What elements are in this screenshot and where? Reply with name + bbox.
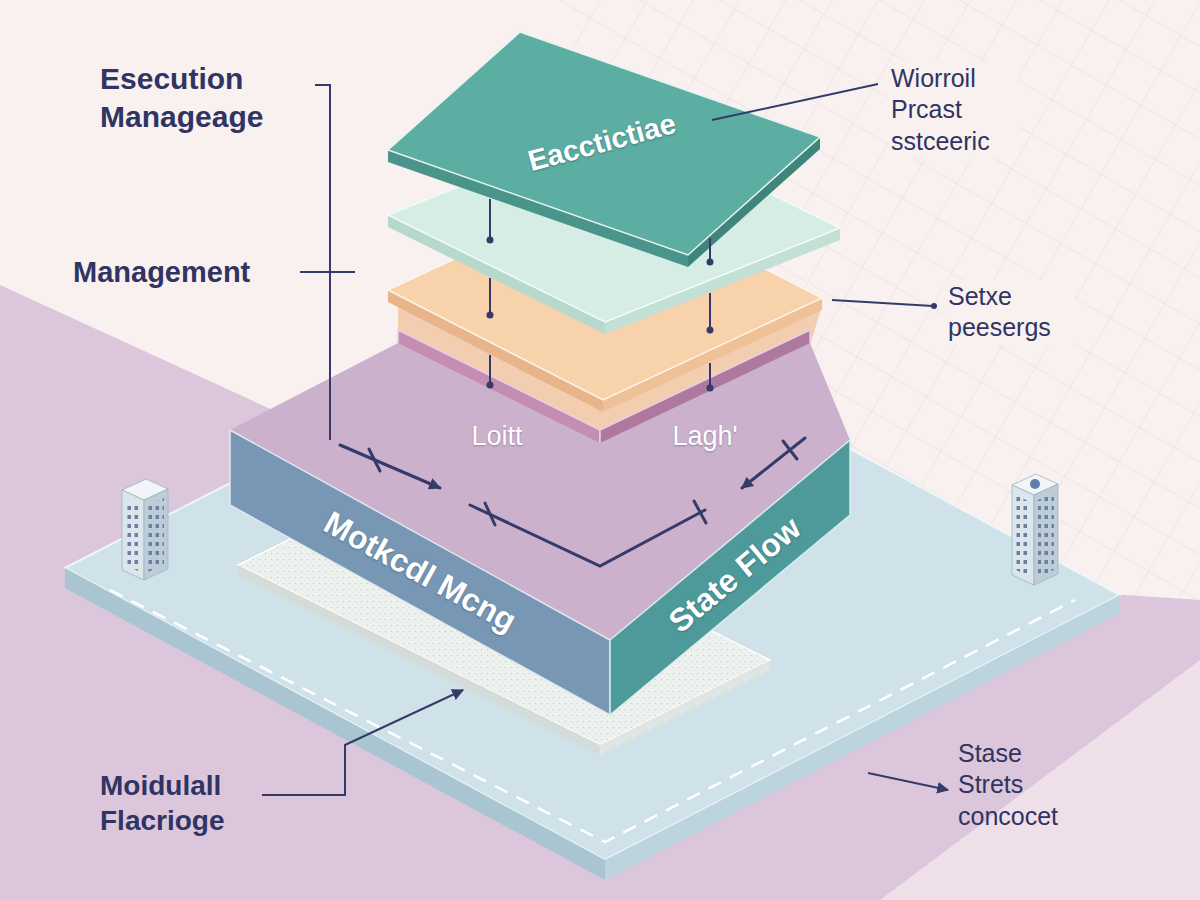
callout-label: Management xyxy=(73,254,250,290)
pins xyxy=(490,199,710,388)
pin-dots xyxy=(487,237,714,392)
building-light xyxy=(1030,479,1040,489)
callout-label: Moidulall Flacrioge xyxy=(100,768,300,838)
cross-tick xyxy=(783,441,797,459)
building-windows xyxy=(1016,495,1030,577)
cross-tick xyxy=(369,449,380,471)
pin-line xyxy=(709,363,711,388)
label-holder: Setxe peesergs xyxy=(945,280,1075,345)
pin-line xyxy=(489,199,491,240)
leader-line xyxy=(832,300,933,306)
pin-dot xyxy=(487,382,494,389)
shape-face xyxy=(388,32,820,255)
label-holder: Esecution Manageage xyxy=(100,60,330,135)
leader-lines xyxy=(262,84,948,795)
pin-dot xyxy=(707,385,714,392)
shape-face xyxy=(230,430,610,715)
pin-dot xyxy=(487,237,494,244)
layer-label: Lagh' xyxy=(672,422,737,452)
building-windows xyxy=(148,498,164,572)
leader-arrow xyxy=(262,690,463,795)
label-holder: Wiorroil Prcast sstceeric xyxy=(888,62,1018,158)
shape-face xyxy=(610,440,850,715)
leader-line xyxy=(315,85,330,440)
building-wall xyxy=(1012,485,1034,585)
layer-label: Loitt xyxy=(471,422,522,452)
pin-dot xyxy=(707,259,714,266)
leader-dot xyxy=(931,303,937,309)
callout-label: Esecution Manageage xyxy=(100,60,330,135)
building-windows xyxy=(1038,493,1054,577)
callout-label: Wiorroil Prcast sstceeric xyxy=(888,62,1018,158)
leader-arrow xyxy=(868,773,948,790)
callout-label: Setxe peesergs xyxy=(945,280,1075,345)
callout-label: Stase Strets concocet xyxy=(958,738,1083,832)
building-wall xyxy=(144,489,168,580)
cross-tick xyxy=(694,501,706,523)
pin-line xyxy=(489,355,491,385)
cross-tick xyxy=(485,503,495,525)
building-windows xyxy=(126,500,140,572)
isometric-slab: Motkcdl McngState Flow xyxy=(230,343,850,715)
building-wall xyxy=(1034,484,1058,585)
pin-line xyxy=(709,293,711,330)
pin-dot xyxy=(707,327,714,334)
leader-line xyxy=(300,271,355,273)
flow-arrow xyxy=(340,445,440,488)
isometric-plate: Eacctictiae xyxy=(388,32,820,267)
building-wall xyxy=(122,490,144,580)
leader-line xyxy=(712,84,878,120)
label-holder: Moidulall Flacrioge xyxy=(100,768,300,838)
pin-line xyxy=(709,238,711,262)
right-building xyxy=(1012,474,1058,585)
left-building xyxy=(122,479,168,580)
flow-marks xyxy=(340,438,805,566)
flow-arrow xyxy=(742,438,805,488)
flow-line xyxy=(470,505,705,566)
pin-line xyxy=(489,278,491,315)
label-holder: Stase Strets concocet xyxy=(958,738,1083,832)
pin-dot xyxy=(487,312,494,319)
label-holder: Management xyxy=(73,254,293,290)
